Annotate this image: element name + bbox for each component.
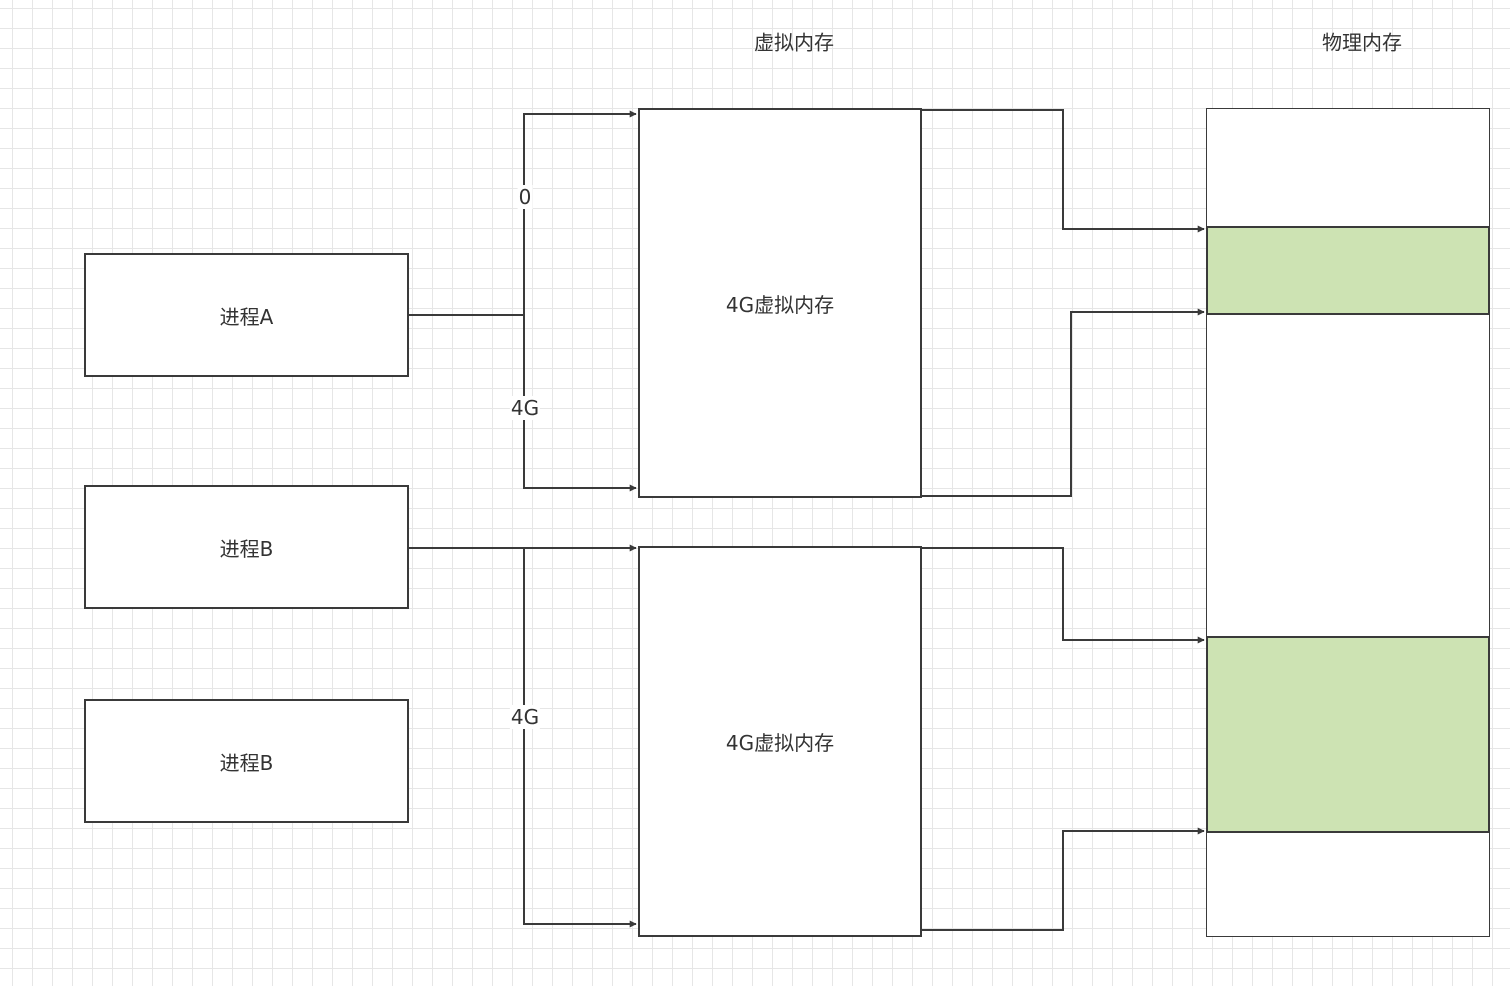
virtual-memory-header: 虚拟内存 xyxy=(754,30,834,55)
edge-vm-a-bottom-to-physical xyxy=(922,308,1205,497)
virtual-memory-block-a-label: 4G虚拟内存 xyxy=(725,292,835,317)
process-a-box: 进程A xyxy=(84,253,409,377)
physical-segment-mapped-1 xyxy=(1206,226,1490,315)
virtual-memory-block-a: 4G虚拟内存 xyxy=(638,108,922,498)
physical-segment-free-2 xyxy=(1207,315,1489,636)
process-a-label: 进程A xyxy=(219,304,274,329)
process-b-box: 进程B xyxy=(84,485,409,609)
physical-segment-mapped-2 xyxy=(1206,636,1490,833)
virtual-memory-block-b: 4G虚拟内存 xyxy=(638,546,922,937)
edge-label-a-start: 0 xyxy=(517,185,533,209)
process-b-second-label: 进程B xyxy=(219,750,274,775)
physical-segment-free-3 xyxy=(1207,833,1489,936)
physical-segment-free-1 xyxy=(1207,109,1489,227)
process-b-label: 进程B xyxy=(219,536,274,561)
virtual-memory-block-b-label: 4G虚拟内存 xyxy=(725,731,835,755)
edge-process-a-to-vm-end xyxy=(523,315,637,492)
edge-label-b-end: 4G xyxy=(509,705,541,729)
edge-vm-a-top-to-physical xyxy=(922,109,1205,233)
physical-memory-header: 物理内存 xyxy=(1322,30,1402,55)
edge-vm-b-top-to-physical xyxy=(922,547,1205,644)
edge-label-a-end: 4G xyxy=(509,396,541,420)
edge-process-b-to-vm-end xyxy=(523,548,637,928)
process-b-second-box: 进程B xyxy=(84,699,409,823)
edge-vm-b-bottom-to-physical xyxy=(922,827,1205,931)
edge-process-a-to-vm-start xyxy=(409,110,637,316)
